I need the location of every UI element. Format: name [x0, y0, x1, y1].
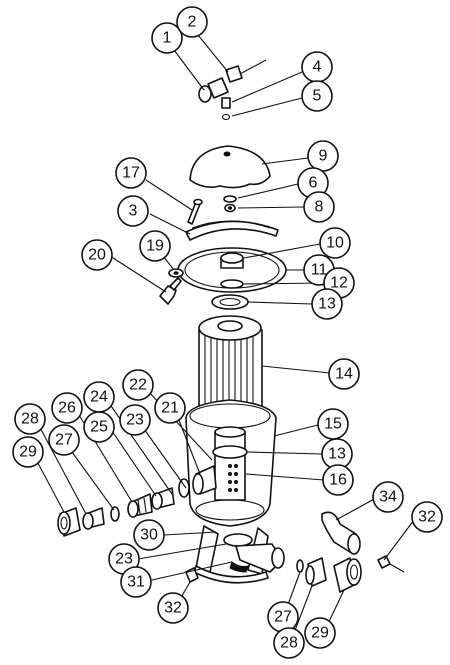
upper-o-ring	[211, 294, 249, 310]
callout-label: 32	[164, 600, 182, 617]
callout-22: 22	[122, 369, 154, 401]
air-relief-valve-assembly	[198, 59, 267, 121]
tank-inlet-port	[192, 465, 217, 495]
callout-label: 11	[311, 262, 328, 279]
callout-label: 5	[313, 88, 322, 105]
callout-label: 27	[55, 432, 73, 449]
callout-label: 29	[19, 444, 37, 461]
callout-30: 30	[133, 519, 165, 551]
callout-15: 15	[317, 408, 349, 440]
callout-6: 6	[297, 167, 329, 199]
callout-label: 28	[21, 411, 39, 428]
callout-34: 34	[372, 481, 404, 513]
callout-label: 29	[311, 625, 329, 642]
callout-8: 8	[303, 191, 335, 223]
callout-label: 34	[379, 489, 397, 506]
left-inlet-fittings	[57, 478, 190, 537]
callout-26: 26	[51, 392, 83, 424]
callout-label: 14	[335, 366, 353, 383]
callout-label: 23	[115, 551, 133, 568]
seal-assembly	[177, 247, 287, 293]
callout-label: 15	[324, 416, 342, 433]
callout-19: 19	[139, 230, 171, 262]
callout-label: 13	[318, 296, 336, 313]
callout-label: 22	[129, 377, 147, 394]
callout-25: 25	[83, 411, 115, 443]
callout-13-lower: 13	[321, 438, 353, 470]
callout-28-right: 28	[273, 627, 305, 659]
callout-label: 4	[313, 59, 322, 76]
callout-label: 2	[188, 14, 197, 31]
callout-29-right: 29	[304, 617, 336, 649]
callout-16: 16	[322, 464, 354, 496]
callout-28-left: 28	[14, 403, 46, 435]
callout-label: 30	[140, 527, 158, 544]
right-outlet-fittings	[296, 511, 405, 593]
callout-label: 3	[129, 203, 138, 220]
drain-thumbscrew	[159, 268, 184, 305]
callout-24: 24	[83, 381, 115, 413]
callout-label: 9	[319, 148, 328, 165]
callout-27-right: 27	[267, 601, 299, 633]
callout-label: 27	[274, 609, 292, 626]
callout-label: 25	[90, 419, 108, 436]
callout-3: 3	[117, 195, 149, 227]
callout-4: 4	[301, 51, 333, 83]
callout-31: 31	[120, 566, 152, 598]
callout-label: 17	[122, 165, 140, 182]
callout-17: 17	[115, 157, 147, 189]
callout-label: 8	[315, 199, 324, 216]
callout-1: 1	[151, 22, 183, 54]
callout-label: 12	[330, 275, 348, 292]
callout-label: 13	[328, 446, 346, 463]
clamp-band	[185, 220, 279, 241]
callout-label: 21	[161, 400, 179, 417]
filter-lid	[189, 145, 271, 189]
callout-27-left: 27	[48, 424, 80, 456]
callout-20: 20	[81, 239, 113, 271]
callout-label: 31	[127, 574, 145, 591]
center-standpipe	[212, 426, 248, 501]
callout-13-upper: 13	[311, 288, 343, 320]
callout-label: 26	[58, 400, 76, 417]
clamp-bolt	[187, 198, 203, 225]
callout-label: 1	[163, 30, 172, 47]
callout-label: 23	[126, 412, 144, 429]
callout-29-left: 29	[12, 436, 44, 468]
callouts: 1 2 4 5 9 17 6 3 8 10 19 20 11 12 13 14 …	[12, 6, 443, 659]
callout-10: 10	[319, 227, 351, 259]
callout-label: 19	[146, 238, 164, 255]
callout-label: 10	[326, 235, 344, 252]
callout-label: 24	[90, 389, 108, 406]
callout-14: 14	[328, 358, 360, 390]
callout-5: 5	[301, 80, 333, 112]
callout-label: 32	[418, 509, 436, 526]
callout-label: 16	[329, 472, 347, 489]
callout-label: 6	[309, 175, 318, 192]
callout-32-right: 32	[411, 501, 443, 533]
callout-9: 9	[307, 140, 339, 172]
callout-2: 2	[176, 6, 208, 38]
callout-23-upper: 23	[119, 404, 151, 436]
callout-21: 21	[154, 392, 186, 424]
lid-nut-and-washer	[223, 195, 237, 213]
callout-label: 20	[88, 247, 106, 264]
tank-base-and-outlet	[193, 525, 285, 584]
callout-32-left: 32	[157, 592, 189, 624]
callout-23-lower: 23	[108, 543, 140, 575]
callout-label: 28	[280, 635, 298, 652]
